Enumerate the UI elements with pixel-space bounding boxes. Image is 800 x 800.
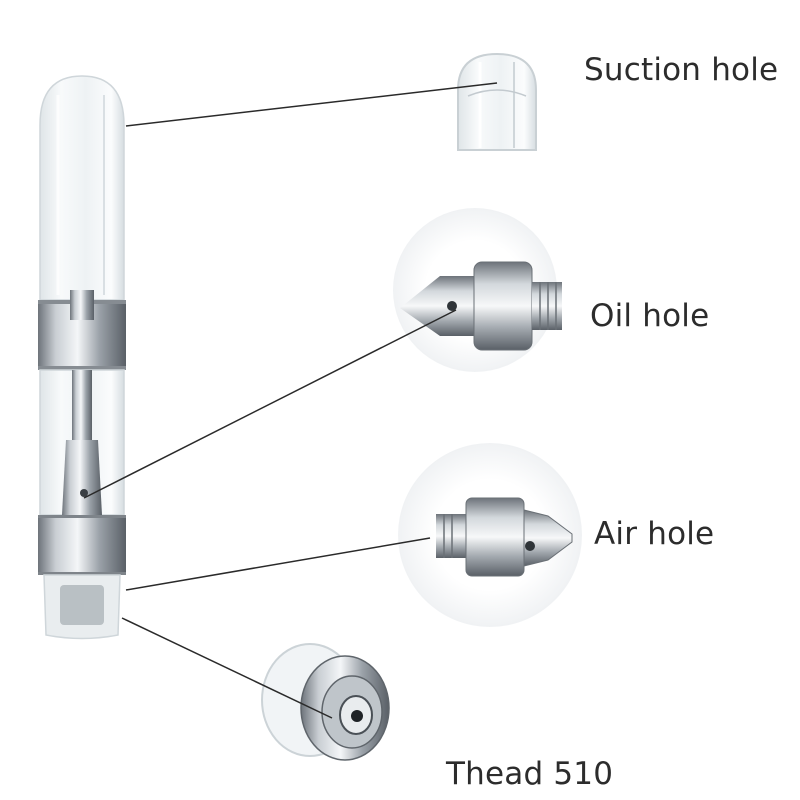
center-post: [70, 290, 94, 320]
air-hole-label: Air hole: [594, 516, 715, 552]
cartridge-body: [38, 75, 126, 640]
thread-510-detail: [261, 643, 390, 761]
leader-line-oil: [83, 309, 457, 499]
air-hole-detail: [398, 443, 582, 627]
air-hole-marker: [525, 541, 535, 551]
lower-collar: [38, 515, 126, 575]
mouthpiece-tip: [39, 75, 125, 301]
leader-line-thread: [121, 617, 333, 719]
suction-hole-label: Suction hole: [584, 52, 779, 88]
oil-hole-label: Oil hole: [590, 298, 710, 334]
leader-line-air: [125, 537, 431, 591]
oil-hole-marker: [80, 489, 88, 497]
oil-hole-detail: [393, 208, 562, 372]
thread-510-label: Thead 510: [446, 756, 614, 792]
leader-line-suction: [125, 82, 498, 127]
suction-hole-detail: [457, 52, 537, 151]
thread-hole-marker: [351, 710, 363, 722]
oil-hole-marker: [447, 301, 457, 311]
